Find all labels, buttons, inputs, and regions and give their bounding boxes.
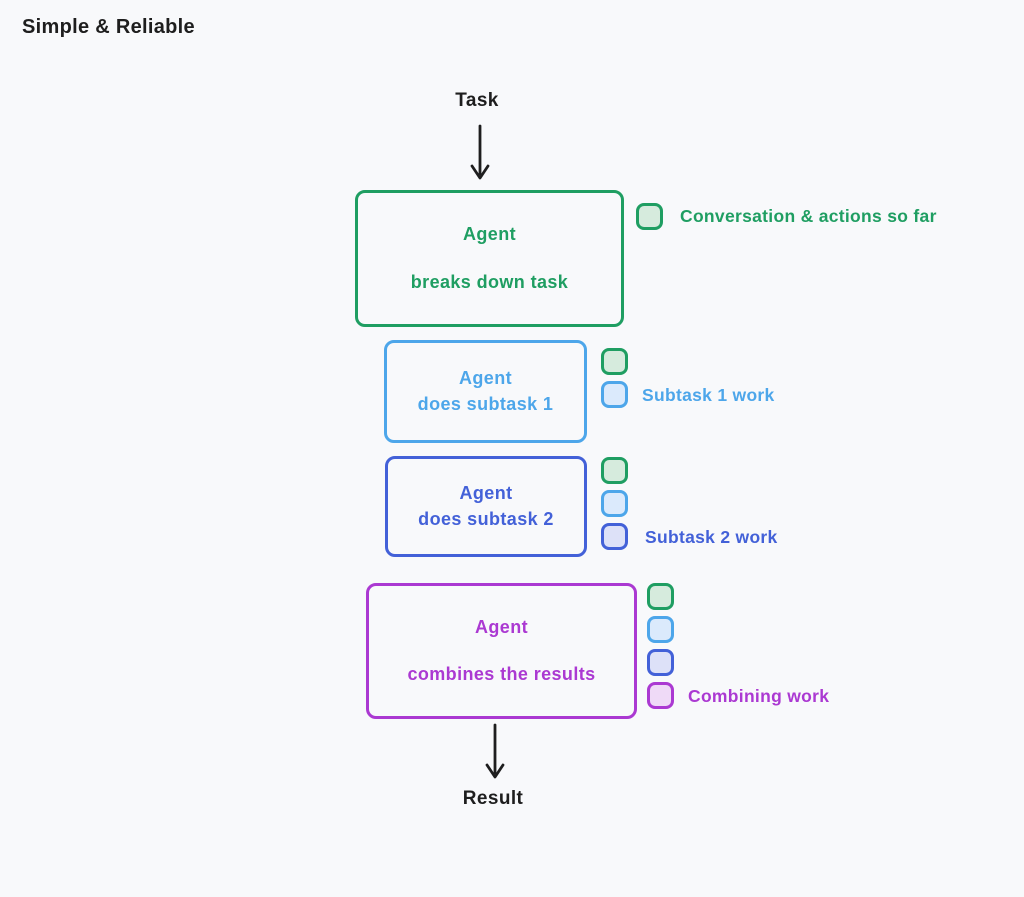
legend-subtask-1: Subtask 1 work <box>601 348 774 408</box>
result-arrow-down-icon <box>479 723 511 786</box>
green-swatch-icon <box>601 348 628 375</box>
result-label: Result <box>462 788 524 809</box>
green-swatch-icon <box>636 203 663 230</box>
legend-conversation-label: Conversation & actions so far <box>680 206 937 226</box>
agent-combine-subtitle: combines the results <box>407 664 596 684</box>
legend-combining-label: Combining work <box>688 686 830 706</box>
legend-conversation: Conversation & actions so far <box>636 203 936 230</box>
legend-subtask-1-label: Subtask 1 work <box>642 385 775 405</box>
legend-subtask-1-swatches <box>601 348 628 408</box>
agent-combine-title: Agent <box>475 617 528 637</box>
green-swatch-icon <box>601 457 628 484</box>
agent-subtask-1-title: Agent <box>459 368 512 388</box>
blue-swatch-icon <box>601 490 628 517</box>
legend-combining: Combining work <box>647 583 829 709</box>
task-label: Task <box>455 90 499 111</box>
agent-breakdown-title: Agent <box>463 224 516 244</box>
agent-subtask-2-node: Agent does subtask 2 <box>385 456 587 557</box>
legend-combining-swatches <box>647 583 674 709</box>
purple-swatch-icon <box>647 682 674 709</box>
legend-subtask-2: Subtask 2 work <box>601 457 777 550</box>
legend-subtask-2-swatches <box>601 457 628 550</box>
blue-swatch-icon <box>647 616 674 643</box>
agent-subtask-1-subtitle: does subtask 1 <box>417 394 554 414</box>
legend-conversation-swatches <box>636 203 663 230</box>
agent-breakdown-subtitle: breaks down task <box>410 272 569 292</box>
legend-subtask-2-label: Subtask 2 work <box>645 527 778 547</box>
indigo-swatch-icon <box>647 649 674 676</box>
agent-breakdown-node: Agent breaks down task <box>355 190 624 327</box>
agent-combine-node: Agent combines the results <box>366 583 637 719</box>
blue-swatch-icon <box>601 381 628 408</box>
agent-subtask-2-title: Agent <box>459 483 513 503</box>
indigo-swatch-icon <box>601 523 628 550</box>
task-arrow-down-icon <box>464 124 496 187</box>
diagram-title: Simple & Reliable <box>22 16 195 38</box>
green-swatch-icon <box>647 583 674 610</box>
agent-subtask-2-subtitle: does subtask 2 <box>418 509 554 529</box>
agent-subtask-1-node: Agent does subtask 1 <box>384 340 587 443</box>
